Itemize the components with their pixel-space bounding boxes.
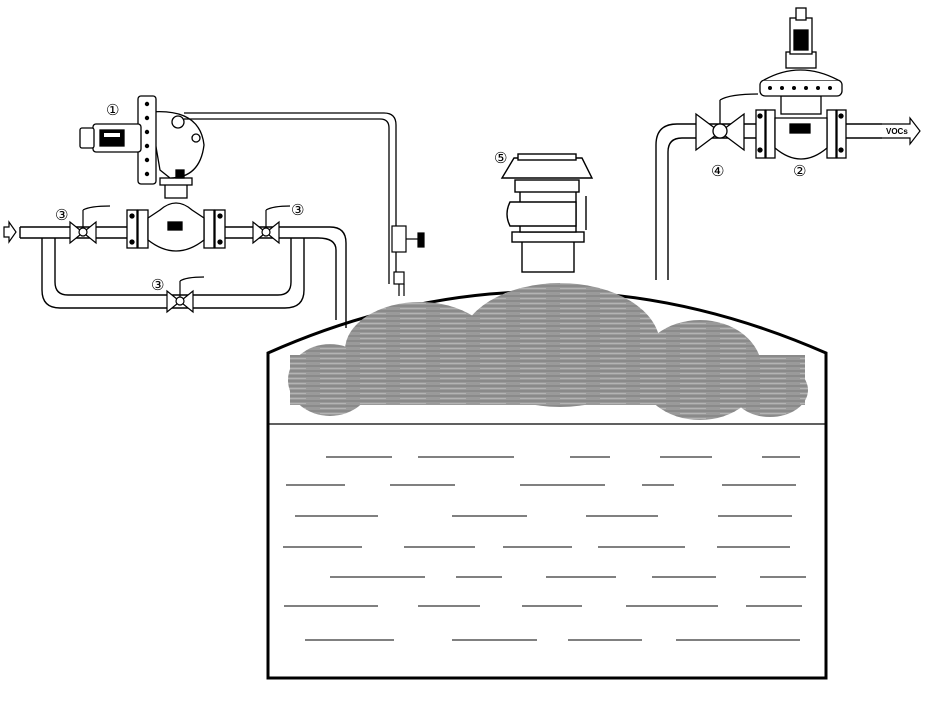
vapor-cloud: [288, 283, 808, 420]
liquid-lines: [283, 456, 806, 641]
outlet-label: VOCs: [886, 127, 908, 136]
gate-valve-outlet: [252, 205, 291, 245]
relief-valve: [755, 7, 847, 160]
callout-3-inlet: ③: [55, 206, 68, 224]
gate-valve-inlet: [69, 205, 111, 245]
sense-line: [184, 112, 397, 284]
gate-valve-bypass: [166, 276, 205, 314]
outlet-arrow: VOCs: [882, 116, 921, 146]
gate-valve-vent: [695, 93, 759, 152]
callout-3-bypass: ③: [151, 276, 164, 294]
breather-valve: [500, 153, 594, 273]
blanketing-valve: [79, 95, 226, 252]
callout-4: ④: [711, 162, 724, 180]
callout-1: ①: [106, 101, 119, 119]
inlet-arrow: [3, 220, 17, 244]
callout-2: ②: [793, 162, 806, 180]
callout-3-outlet: ③: [291, 201, 304, 219]
needle-valve: [391, 225, 425, 296]
callout-5: ⑤: [494, 149, 507, 167]
